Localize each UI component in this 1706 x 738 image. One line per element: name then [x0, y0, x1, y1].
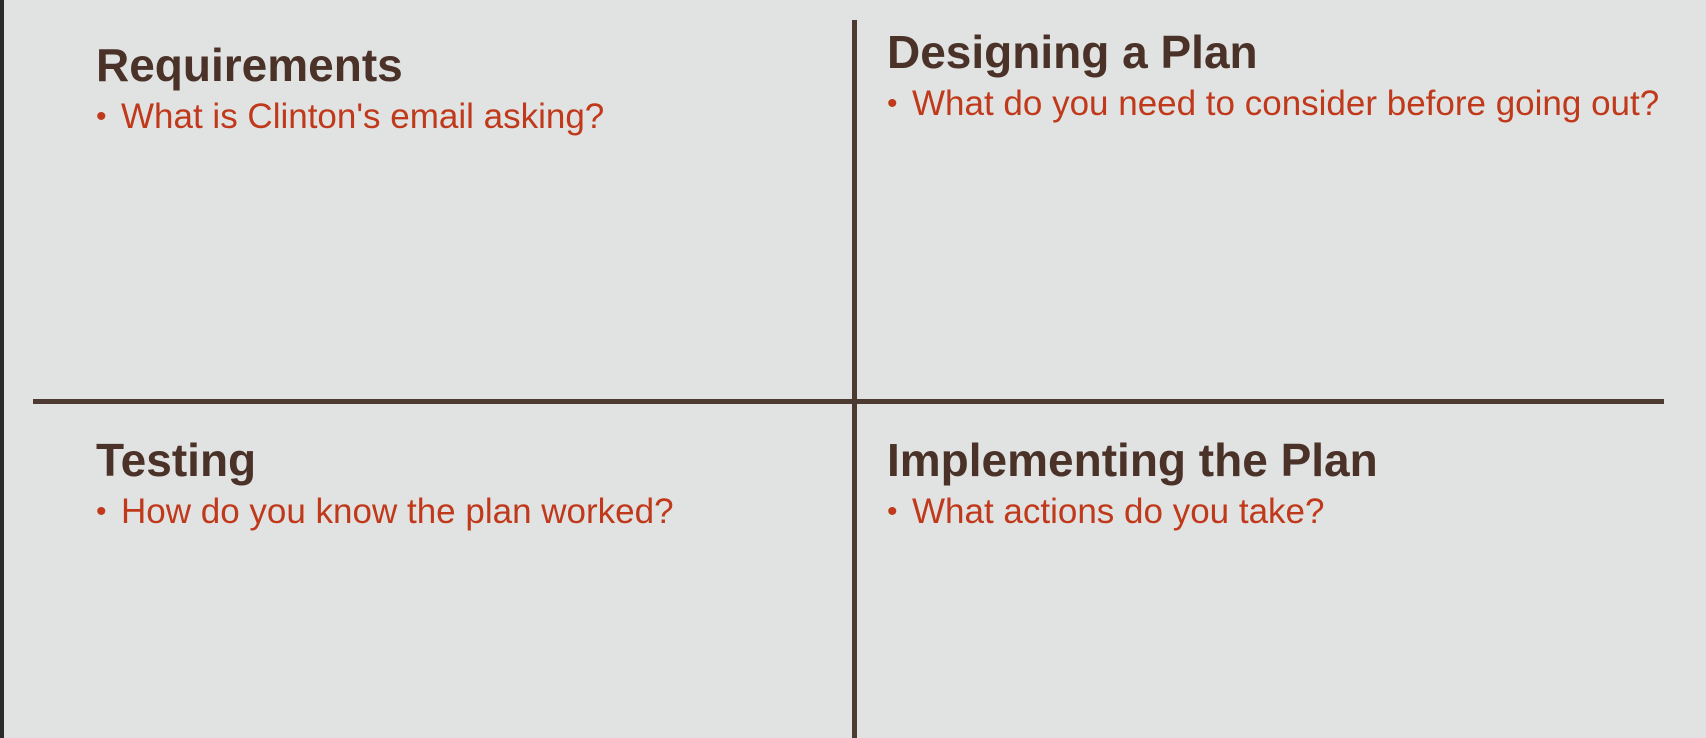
- bullet-icon: •: [887, 87, 898, 120]
- bullet-text: What do you need to consider before goin…: [912, 84, 1660, 123]
- quadrant-bullet: • What is Clinton's email asking?: [96, 92, 836, 142]
- bullet-text: How do you know the plan worked?: [121, 492, 674, 531]
- bullet-text: What actions do you take?: [912, 492, 1325, 531]
- quadrant-heading: Implementing the Plan: [887, 434, 1378, 486]
- quadrant-requirements: Requirements • What is Clinton's email a…: [96, 38, 836, 142]
- bullet-icon: •: [887, 495, 898, 528]
- left-border: [0, 0, 4, 738]
- quadrant-testing: Testing • How do you know the plan worke…: [96, 433, 836, 537]
- quadrant-heading: Requirements: [96, 39, 403, 91]
- horizontal-divider: [33, 399, 1664, 404]
- quadrant-heading: Testing: [96, 434, 257, 486]
- quadrant-bullet: • What actions do you take?: [887, 487, 1667, 537]
- quadrant-implementing-plan: Implementing the Plan • What actions do …: [887, 433, 1667, 537]
- quadrant-bullet: • How do you know the plan worked?: [96, 487, 836, 537]
- bullet-icon: •: [96, 100, 107, 133]
- bullet-icon: •: [96, 495, 107, 528]
- quadrant-bullet: • What do you need to consider before go…: [887, 79, 1667, 129]
- vertical-divider: [852, 20, 857, 738]
- bullet-text: What is Clinton's email asking?: [121, 97, 605, 136]
- quadrant-heading: Designing a Plan: [887, 26, 1258, 78]
- quadrant-designing-plan: Designing a Plan • What do you need to c…: [887, 25, 1667, 129]
